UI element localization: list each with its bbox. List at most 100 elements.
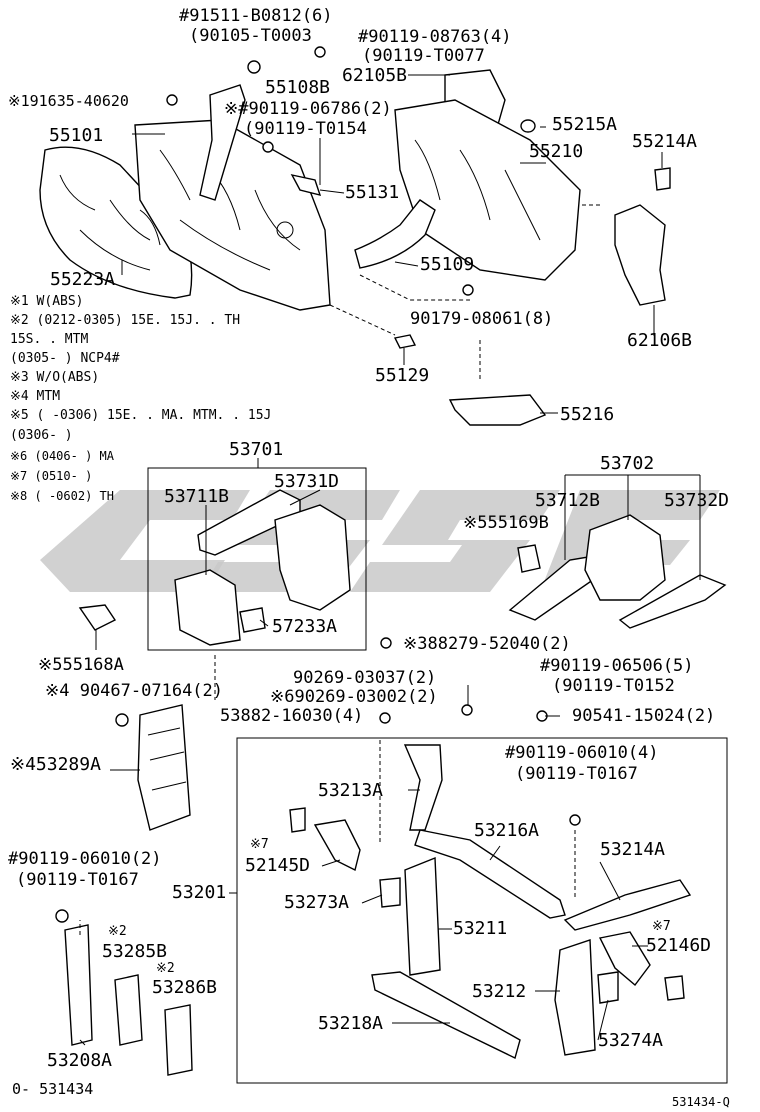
callout-53882: 53882-16030(4) [220, 706, 364, 726]
callout-53273A: 53273A [284, 892, 350, 913]
callout-53218A: 53218A [318, 1013, 384, 1034]
assembly-box-53201 [236, 737, 728, 1084]
callout-53701: 53701 [229, 439, 284, 460]
callout-53289A: ※453289A [10, 754, 101, 775]
part-53208A [64, 924, 93, 1046]
part-55216 [448, 394, 547, 426]
part-55169B [517, 544, 541, 573]
part-53216A-upper-bar [414, 829, 566, 919]
callout-90179: 90179-08061(8) [410, 309, 554, 329]
part-53273A [379, 877, 401, 908]
callout-90119-06506: #90119-06506(5) [540, 656, 694, 676]
callout-55101: 55101 [49, 125, 104, 146]
part-62106B [614, 204, 666, 306]
note-4: ※4 MTM [10, 389, 61, 404]
note-1: ※1 W(ABS) [10, 294, 84, 309]
leader-lines [79, 74, 701, 1046]
part-55210-dash-panel-upper [394, 99, 581, 281]
part-53211-side-support [404, 856, 441, 976]
callout-53285B-mark: ※2 [108, 924, 127, 939]
callout-90269-03002: ※690269-03002(2) [270, 687, 438, 707]
part-55109 [354, 199, 436, 269]
callout-191635: ※191635-40620 [8, 92, 129, 110]
callout-55215A: 55215A [552, 114, 618, 135]
callout-53274A: 53274A [598, 1030, 664, 1051]
callout-91511: #91511-B0812(6) [179, 6, 333, 26]
callout-52146D-mark: ※7 [652, 919, 671, 934]
note-7: ※7 (0510- ) [10, 469, 93, 483]
callout-90119-06010-4: #90119-06010(4) [505, 743, 659, 763]
part-53218A-lower-bar [371, 971, 521, 1059]
part-53702-apron-right [508, 514, 727, 629]
callout-55210: 55210 [529, 141, 584, 162]
callout-52145D-mark: ※7 [250, 837, 269, 852]
part-57233A [239, 607, 266, 633]
callout-55169B: ※555169B [463, 513, 549, 533]
callout-55129: 55129 [375, 365, 430, 386]
callout-90119-08763: #90119-08763(4) [358, 27, 512, 47]
part-55101-dash-panel [134, 119, 331, 311]
callout-53212: 53212 [472, 981, 527, 1002]
callout-57233A: 57233A [272, 616, 338, 637]
part-52145D [289, 807, 361, 872]
part-53711B-apron [174, 504, 351, 646]
note-2b: 15S. . MTM [10, 332, 89, 347]
note-8: ※8 ( -0602) TH [10, 489, 114, 503]
callout-52145D: 52145D [245, 855, 311, 876]
callout-90467: ※4 90467-07164(2) [45, 681, 224, 701]
note-2: ※2 (0212-0305) 15E. 15J. . TH [10, 313, 241, 328]
callout-55223A: 55223A [50, 269, 116, 290]
part-55168A [78, 604, 117, 631]
note-5b: (0306- ) [10, 428, 73, 443]
callout-55109: 55109 [420, 254, 475, 275]
callout-90541: 90541-15024(2) [572, 706, 716, 726]
callout-53216A: 53216A [474, 820, 540, 841]
callout-53214A: 53214A [600, 839, 666, 860]
note-3: ※3 W/O(ABS) [10, 370, 100, 385]
callout-90269-03037: 90269-03037(2) [293, 668, 437, 688]
callout-53702: 53702 [600, 453, 655, 474]
callout-90119-06786: ※#90119-06786(2) [224, 99, 392, 119]
part-52146D [598, 931, 685, 1001]
part-53286B [164, 1004, 193, 1076]
callout-90119-T0077: (90119-T0077 [362, 46, 485, 66]
callout-53731D: 53731D [274, 471, 340, 492]
part-55215A [520, 119, 536, 133]
part-55129 [393, 334, 417, 349]
callout-90119-T0152: (90119-T0152 [552, 676, 675, 696]
callout-90119-T0154: (90119-T0154 [244, 119, 367, 139]
callout-55131: 55131 [345, 182, 400, 203]
assembly-box-53701 [147, 467, 367, 651]
callout-53286B-mark: ※2 [156, 961, 175, 976]
callout-53711B: 53711B [164, 486, 230, 507]
callout-88279: ※388279-52040(2) [403, 634, 571, 654]
part-55108B-bracket [199, 84, 246, 201]
callout-53712B: 53712B [535, 490, 601, 511]
note-5: ※5 ( -0306) 15E. . MA. MTM. . 15J [10, 408, 272, 423]
callout-62106B: 62106B [627, 330, 693, 351]
footer-left-code: 0- 531434 [12, 1080, 94, 1098]
callout-53285B: 53285B [102, 941, 168, 962]
callout-53213A: 53213A [318, 780, 384, 801]
callout-62105B: 62105B [342, 65, 408, 86]
part-53274A [597, 971, 619, 1004]
note-2c: (0305- ) NCP4# [10, 351, 120, 366]
callout-90119-T0167-a: (90119-T0167 [515, 764, 638, 784]
callout-53286B: 53286B [152, 977, 218, 998]
part-53212-side-support [554, 939, 596, 1056]
callout-90105: (90105-T0003 [189, 26, 312, 46]
part-53289A-support [137, 704, 191, 831]
callout-53208A: 53208A [47, 1050, 113, 1071]
part-55214A [654, 167, 671, 191]
callout-55108B: 55108B [265, 77, 331, 98]
part-53285B [114, 974, 143, 1046]
part-53213A [403, 744, 443, 831]
callout-53211: 53211 [453, 918, 508, 939]
callout-55168A: ※555168A [38, 655, 124, 675]
footer-right-code: 531434-Q [672, 1095, 730, 1109]
callout-53201: 53201 [172, 882, 227, 903]
callout-55216: 55216 [560, 404, 615, 425]
callout-52146D: 52146D [646, 935, 712, 956]
callout-53732D: 53732D [664, 490, 730, 511]
